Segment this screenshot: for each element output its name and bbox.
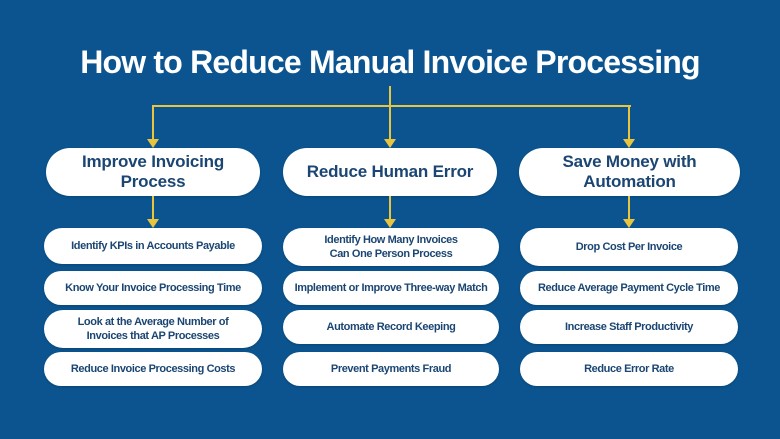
arrow-down-icon	[147, 219, 159, 228]
item-how-many-invoices-one-person: Identify How Many Invoices Can One Perso…	[283, 228, 499, 266]
branch-drop-line-right	[628, 105, 630, 139]
branch-header-save-money-with-automation: Save Money with Automation	[519, 148, 740, 196]
item-know-invoice-processing-time: Know Your Invoice Processing Time	[44, 271, 262, 305]
item-reduce-invoice-processing-costs: Reduce Invoice Processing Costs	[44, 352, 262, 386]
item-average-number-invoices-ap-processes: Look at the Average Number of Invoices t…	[44, 310, 262, 348]
branch-header-reduce-human-error: Reduce Human Error	[283, 148, 497, 196]
item-reduce-error-rate: Reduce Error Rate	[520, 352, 738, 386]
trunk-horizontal-line	[152, 105, 631, 107]
item-automate-record-keeping: Automate Record Keeping	[283, 310, 499, 344]
branch-drop-line-middle	[389, 105, 391, 139]
arrow-down-icon	[147, 139, 159, 148]
item-increase-staff-productivity: Increase Staff Productivity	[520, 310, 738, 344]
arrow-down-icon	[623, 219, 635, 228]
arrow-down-icon	[623, 139, 635, 148]
arrow-down-icon	[384, 219, 396, 228]
header-item-line-right	[628, 196, 630, 219]
branch-header-improve-invoicing-process: Improve Invoicing Process	[46, 148, 260, 196]
header-item-line-middle	[389, 196, 391, 219]
arrow-down-icon	[384, 139, 396, 148]
page-title: How to Reduce Manual Invoice Processing	[80, 44, 700, 80]
branch-drop-line-left	[152, 105, 154, 139]
header-item-line-left	[152, 196, 154, 219]
item-identify-kpis-accounts-payable: Identify KPIs in Accounts Payable	[44, 228, 262, 264]
item-prevent-payments-fraud: Prevent Payments Fraud	[283, 352, 499, 386]
trunk-stem-line	[389, 86, 391, 106]
item-drop-cost-per-invoice: Drop Cost Per Invoice	[520, 228, 738, 266]
item-reduce-average-payment-cycle-time: Reduce Average Payment Cycle Time	[520, 271, 738, 305]
item-implement-three-way-match: Implement or Improve Three-way Match	[283, 271, 499, 305]
